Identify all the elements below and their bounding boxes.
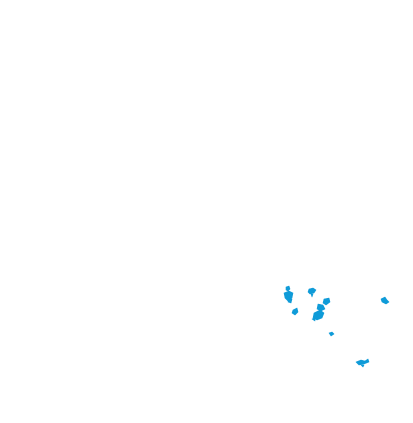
island-l bbox=[328, 331, 335, 337]
island-f bbox=[291, 307, 299, 316]
island-j bbox=[311, 317, 316, 322]
island-e bbox=[310, 293, 314, 298]
island-d bbox=[307, 287, 317, 295]
island-c bbox=[287, 298, 293, 304]
island-h bbox=[316, 303, 326, 312]
island-a bbox=[285, 285, 291, 292]
island-k bbox=[380, 296, 390, 305]
island-m bbox=[355, 358, 370, 366]
highlighted-islands bbox=[283, 285, 390, 368]
island-n bbox=[360, 364, 365, 368]
island-g bbox=[322, 297, 331, 306]
island-b bbox=[283, 290, 294, 302]
island-i bbox=[312, 309, 325, 321]
